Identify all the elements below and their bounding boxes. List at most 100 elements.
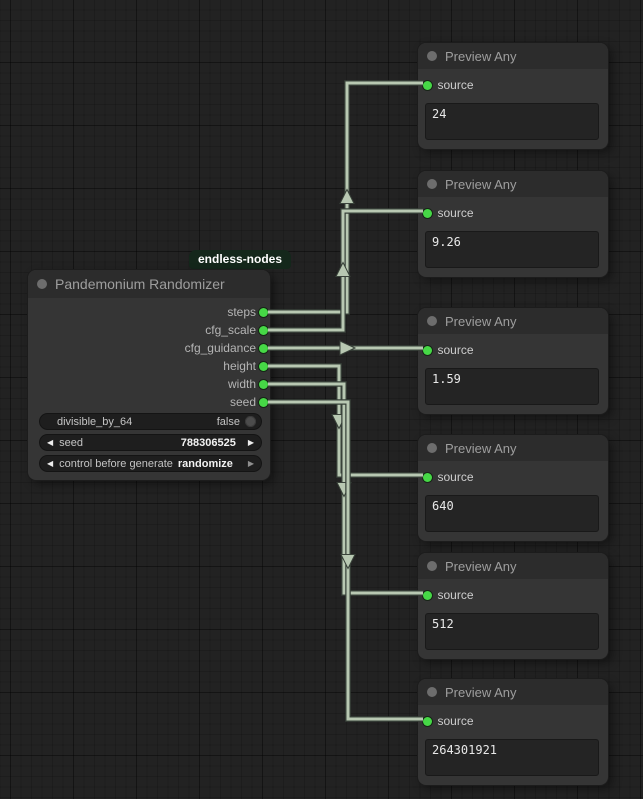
node-title-bar: Preview Any bbox=[418, 435, 608, 461]
output-slot-label: width bbox=[227, 377, 256, 391]
node-title: Preview Any bbox=[445, 684, 517, 700]
collapse-dot-icon[interactable] bbox=[427, 443, 437, 453]
stepper-left-icon[interactable]: ◀ bbox=[47, 438, 54, 447]
stepper-left-icon[interactable]: ◀ bbox=[47, 459, 54, 468]
input-slot-row: source bbox=[418, 341, 608, 359]
input-slot-row: source bbox=[418, 204, 608, 222]
node-title-bar: Preview Any bbox=[418, 553, 608, 579]
collapse-dot-icon[interactable] bbox=[427, 179, 437, 189]
output-slot-label: cfg_scale bbox=[205, 323, 256, 337]
stepper-right-icon[interactable]: ▶ bbox=[247, 438, 254, 447]
preview-value-box[interactable]: 1.59 bbox=[425, 368, 599, 405]
output-connector-icon[interactable] bbox=[259, 307, 268, 317]
link-arrow-icon bbox=[336, 482, 352, 498]
collapse-dot-icon[interactable] bbox=[427, 51, 437, 61]
preview-value-box[interactable]: 264301921 bbox=[425, 739, 599, 776]
preview-any-node[interactable]: Preview Any source 640 bbox=[418, 435, 608, 541]
link-wire bbox=[268, 364, 423, 477]
input-connector-icon[interactable] bbox=[422, 590, 432, 600]
link-arrow-icon bbox=[331, 414, 347, 430]
node-title-bar: Pandemonium Randomizer bbox=[28, 270, 270, 298]
output-slot-row: height bbox=[28, 357, 270, 375]
output-slot-row: cfg_guidance bbox=[28, 339, 270, 357]
input-slot-label: source bbox=[437, 78, 474, 92]
node-title: Preview Any bbox=[445, 176, 517, 192]
input-slot-row: source bbox=[418, 712, 608, 730]
output-slot-label: steps bbox=[227, 305, 256, 319]
output-slot-row: seed bbox=[28, 393, 270, 411]
collapse-dot-icon[interactable] bbox=[37, 279, 47, 289]
node-title: Preview Any bbox=[445, 313, 517, 329]
input-slot-label: source bbox=[437, 206, 474, 220]
output-slot-row: steps bbox=[28, 303, 270, 321]
node-title-bar: Preview Any bbox=[418, 43, 608, 69]
input-connector-icon[interactable] bbox=[422, 345, 432, 355]
node-title: Preview Any bbox=[445, 48, 517, 64]
collapse-dot-icon[interactable] bbox=[427, 561, 437, 571]
node-title: Preview Any bbox=[445, 558, 517, 574]
stepper-widget-control-before-generate[interactable]: ◀ control before generate randomize ▶ bbox=[40, 456, 261, 471]
input-slot-row: source bbox=[418, 76, 608, 94]
link-wire bbox=[268, 399, 423, 722]
input-slot-row: source bbox=[418, 468, 608, 486]
node-title: Pandemonium Randomizer bbox=[55, 276, 225, 292]
input-slot-label: source bbox=[437, 714, 474, 728]
input-connector-icon[interactable] bbox=[422, 472, 432, 482]
input-slot-label: source bbox=[437, 588, 474, 602]
output-slot-label: cfg_guidance bbox=[184, 341, 256, 355]
widget-label: seed bbox=[59, 436, 84, 449]
collapse-dot-icon[interactable] bbox=[427, 687, 437, 697]
node-title-bar: Preview Any bbox=[418, 308, 608, 334]
pandemonium-randomizer-node[interactable]: Pandemonium Randomizer steps cfg_scale c… bbox=[28, 270, 270, 480]
input-slot-label: source bbox=[437, 343, 474, 357]
widget-value: false bbox=[216, 415, 240, 428]
input-connector-icon[interactable] bbox=[422, 716, 432, 726]
input-connector-icon[interactable] bbox=[422, 80, 432, 90]
node-source-badge: endless-nodes bbox=[189, 250, 292, 269]
output-connector-icon[interactable] bbox=[259, 397, 268, 407]
link-wire bbox=[268, 80, 423, 315]
toggle-knob-icon[interactable] bbox=[245, 416, 256, 427]
output-connector-icon[interactable] bbox=[259, 325, 268, 335]
output-connector-icon[interactable] bbox=[259, 379, 268, 389]
output-slot-row: cfg_scale bbox=[28, 321, 270, 339]
link-arrow-icon bbox=[339, 188, 355, 204]
preview-value-box[interactable]: 24 bbox=[425, 103, 599, 140]
link-wire bbox=[268, 382, 423, 595]
widget-label: control before generate bbox=[59, 457, 173, 470]
preview-value-box[interactable]: 640 bbox=[425, 495, 599, 532]
preview-any-node[interactable]: Preview Any source 9.26 bbox=[418, 171, 608, 277]
collapse-dot-icon[interactable] bbox=[427, 316, 437, 326]
output-connector-icon[interactable] bbox=[259, 361, 268, 371]
output-slot-label: seed bbox=[229, 395, 256, 409]
preview-value-box[interactable]: 9.26 bbox=[425, 231, 599, 268]
preview-any-node[interactable]: Preview Any source 512 bbox=[418, 553, 608, 659]
input-slot-label: source bbox=[437, 470, 474, 484]
preview-any-node[interactable]: Preview Any source 24 bbox=[418, 43, 608, 149]
input-connector-icon[interactable] bbox=[422, 208, 432, 218]
stepper-right-icon[interactable]: ▶ bbox=[247, 459, 254, 468]
link-wire bbox=[268, 208, 423, 333]
preview-value-box[interactable]: 512 bbox=[425, 613, 599, 650]
node-title-bar: Preview Any bbox=[418, 171, 608, 197]
output-slot-row: width bbox=[28, 375, 270, 393]
preview-any-node[interactable]: Preview Any source 264301921 bbox=[418, 679, 608, 785]
input-slot-row: source bbox=[418, 586, 608, 604]
node-title-bar: Preview Any bbox=[418, 679, 608, 705]
link-wire bbox=[268, 381, 423, 596]
link-arrow-icon bbox=[340, 554, 356, 570]
link-wire bbox=[268, 363, 423, 478]
widget-value: randomize bbox=[177, 457, 233, 470]
toggle-widget-divisible_by_64[interactable]: divisible_by_64 false bbox=[40, 414, 261, 429]
output-connector-icon[interactable] bbox=[259, 343, 268, 353]
widget-label: divisible_by_64 bbox=[57, 415, 133, 428]
node-title: Preview Any bbox=[445, 440, 517, 456]
link-wire bbox=[268, 209, 423, 332]
link-arrow-icon bbox=[335, 261, 351, 277]
link-wire bbox=[268, 400, 423, 721]
preview-any-node[interactable]: Preview Any source 1.59 bbox=[418, 308, 608, 414]
link-wire bbox=[268, 81, 423, 314]
output-slot-label: height bbox=[223, 359, 256, 373]
